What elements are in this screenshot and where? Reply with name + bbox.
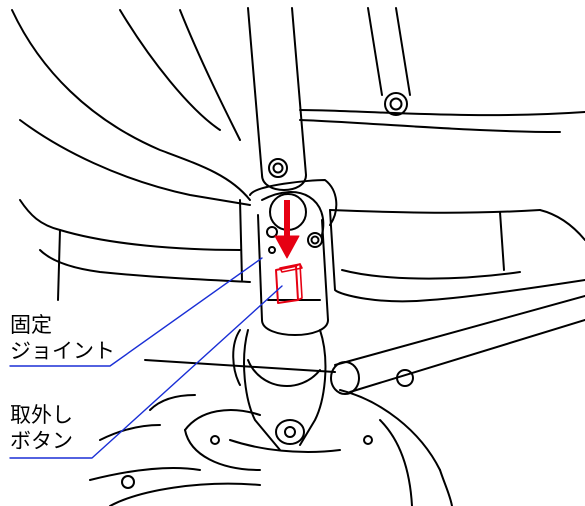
canopy-fabric: [11, 9, 251, 301]
crossbar: [144, 295, 585, 395]
fixed-joint-label: 固定 ジョイント: [10, 312, 115, 364]
wheel-base: [89, 389, 453, 506]
back-frame: [367, 7, 411, 116]
leader-line-joint: [9, 257, 263, 367]
leader-line-release: [9, 285, 283, 459]
fixed-joint-label-line2: ジョイント: [10, 339, 115, 363]
joint-housing: [249, 179, 338, 336]
release-button-label: 取外し ボタン: [10, 402, 73, 454]
upper-frame-tube: [247, 7, 307, 191]
seat-body: [299, 109, 585, 303]
leader-lines: [9, 257, 283, 459]
release-button: [275, 263, 303, 304]
lower-leg-mechanism: [232, 329, 327, 451]
release-button-label-line1: 取外し: [10, 403, 73, 427]
release-button-label-line2: ボタン: [10, 429, 73, 453]
fixed-joint-label-line1: 固定: [10, 313, 52, 337]
down-arrow-icon: [274, 200, 300, 259]
